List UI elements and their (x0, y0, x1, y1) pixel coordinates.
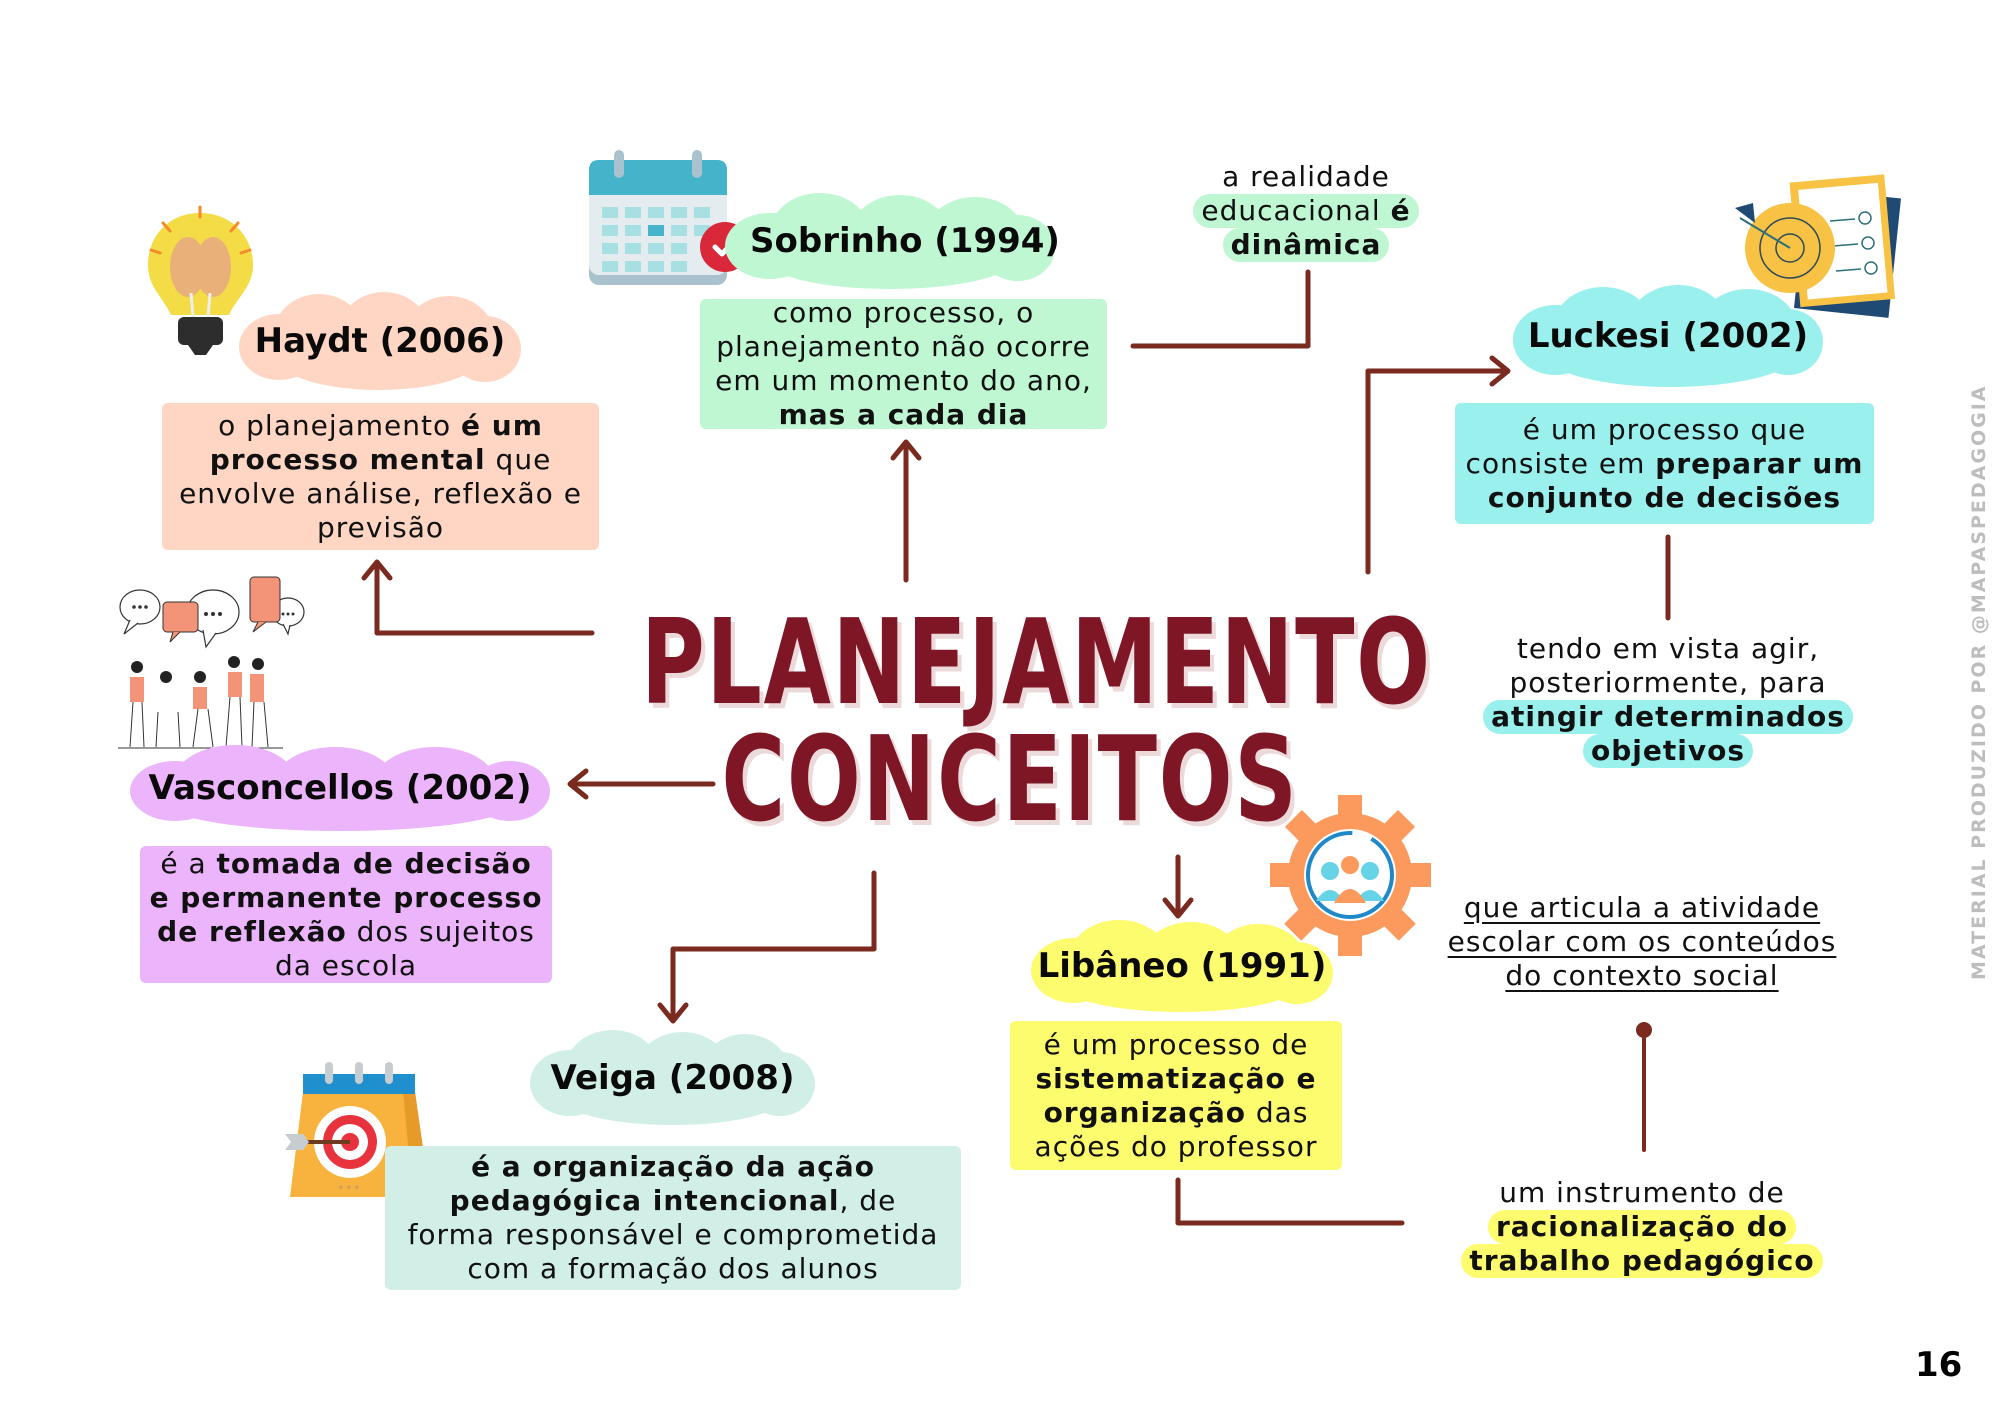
target-checklist-icon (1735, 173, 1915, 323)
author-cloud-haydt: Haydt (2006) (239, 292, 521, 390)
author-cloud-sobrinho: Sobrinho (1994) (725, 193, 1060, 289)
author-luckesi: Luckesi (2002) (1527, 316, 1809, 356)
author-libaneo: Libâneo (1991) (1037, 946, 1327, 986)
connector-luckesi (1365, 368, 1508, 575)
note-realidade-line1: a realidade (1222, 160, 1390, 193)
note-articula: que articula a atividade escolar com os … (1447, 891, 1837, 992)
connector-realidade (1130, 269, 1311, 349)
author-vasconcellos: Vasconcellos (2002) (148, 768, 532, 808)
watermark: MATERIAL PRODUZIDO POR @MAPASPEDAGOGIA (1968, 384, 1990, 981)
author-cloud-libaneo: Libâneo (1991) (1031, 920, 1333, 1012)
calendar-check-icon (587, 150, 737, 290)
title-planejamento: PLANEJAMENTO (641, 593, 1432, 731)
connector-veiga (670, 870, 877, 1021)
note-tendo: tendo em vista agir, posteriormente, par… (1468, 632, 1868, 768)
people-conversation-icon (118, 572, 318, 752)
author-cloud-luckesi: Luckesi (2002) (1513, 285, 1823, 387)
author-veiga: Veiga (2008) (550, 1057, 795, 1098)
title-conceitos: CONCEITOS (721, 710, 1299, 848)
connector-haydt (374, 562, 595, 636)
author-haydt: Haydt (2006) (254, 321, 506, 361)
lightbulb-brain-icon (143, 205, 258, 360)
note-realidade-line2: educacional é (1193, 194, 1419, 228)
connector-instrumento (1175, 1177, 1405, 1226)
author-sobrinho: Sobrinho (1994) (750, 221, 1060, 261)
author-cloud-vasconcellos: Vasconcellos (2002) (130, 745, 550, 831)
page-number: 16 (1915, 1345, 1963, 1385)
note-instrumento: um instrumento de racionalização do trab… (1432, 1176, 1852, 1278)
note-realidade-line3: dinâmica (1222, 228, 1390, 262)
note-realidade: a realidade educacional é dinâmica (1140, 160, 1472, 262)
author-cloud-veiga: Veiga (2008) (530, 1030, 815, 1125)
gear-team-icon (1268, 793, 1433, 958)
